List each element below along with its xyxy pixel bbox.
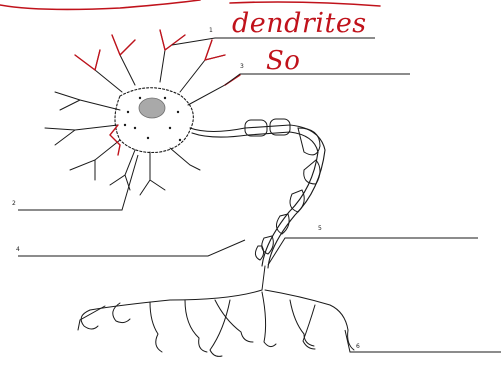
myelin-sheath xyxy=(245,119,320,260)
handwritten-answer-3[interactable]: So xyxy=(266,46,300,76)
leader-lines xyxy=(18,38,501,352)
label-number-2: 2 xyxy=(12,200,16,207)
label-number-5: 5 xyxy=(318,225,322,232)
label-number-4: 4 xyxy=(16,246,20,253)
handwritten-answer-1[interactable]: dendrites xyxy=(232,8,367,39)
axon-terminals xyxy=(78,266,354,356)
nucleus xyxy=(139,98,165,118)
dendrites-red-tracing xyxy=(75,30,240,155)
cell-body xyxy=(115,88,193,153)
label-number-6: 6 xyxy=(356,343,360,350)
label-number-1: 1 xyxy=(209,27,213,34)
label-number-3: 3 xyxy=(240,63,244,70)
